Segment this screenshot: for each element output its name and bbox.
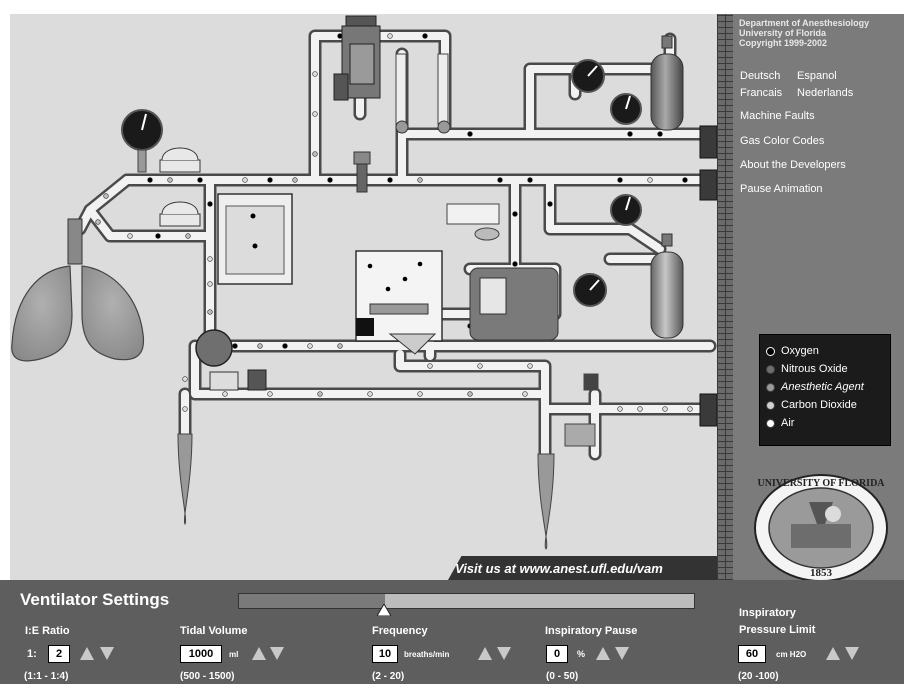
inspiratory-pause-range: (0 - 50) xyxy=(546,671,579,682)
visit-link[interactable]: Visit us at www.anest.ufl.edu/vam xyxy=(455,561,663,576)
air-dot-icon xyxy=(766,418,775,428)
machine-faults-link[interactable]: Machine Faults xyxy=(740,110,815,122)
pressure-limit-decrease-icon[interactable] xyxy=(845,647,859,660)
ie-ratio-decrease-icon[interactable] xyxy=(100,647,114,660)
legend-item: Anesthetic Agent xyxy=(766,379,864,395)
frequency-unit: breaths/min xyxy=(404,650,450,659)
frequency-input[interactable]: 10 xyxy=(372,645,398,663)
tidal-volume-decrease-icon[interactable] xyxy=(270,647,284,660)
language-nederlands-link[interactable]: Nederlands xyxy=(797,87,854,99)
inspiratory-pause-increase-icon[interactable] xyxy=(596,647,610,660)
frequency-increase-icon[interactable] xyxy=(478,647,492,660)
pressure-limit-unit: cm H2O xyxy=(776,650,807,659)
legend-label: Nitrous Oxide xyxy=(781,363,848,375)
carbon-dioxide-dot-icon xyxy=(766,400,775,410)
legend-label: Anesthetic Agent xyxy=(781,381,864,393)
manual-bag-selector xyxy=(195,329,267,391)
wall-inlets xyxy=(699,125,717,427)
university-seal-logo: UNIVERSITY OF FLORIDA 1853 xyxy=(754,474,888,582)
credit-copyright: Copyright 1999-2002 xyxy=(739,38,828,48)
tidal-volume-input[interactable]: 1000 xyxy=(180,645,222,663)
seal-text: UNIVERSITY OF FLORIDA xyxy=(757,478,885,489)
pressure-limit-label-line2: Pressure Limit xyxy=(739,624,816,636)
ie-ratio-input[interactable]: 2 xyxy=(48,645,70,663)
frequency-range: (2 - 20) xyxy=(372,671,405,682)
unidirectional-valves xyxy=(159,147,201,227)
inspiratory-pause-decrease-icon[interactable] xyxy=(615,647,629,660)
ie-ratio-label: I:E Ratio xyxy=(25,625,70,637)
gas-color-codes-link[interactable]: Gas Color Codes xyxy=(740,135,825,147)
pressure-limit-input[interactable]: 60 xyxy=(738,645,766,663)
legend-label: Carbon Dioxide xyxy=(781,399,857,411)
nitrous-oxide-dot-icon xyxy=(766,364,775,374)
wall-brick xyxy=(717,14,733,580)
airway-pressure-gauge xyxy=(121,109,163,173)
language-deutsch-link[interactable]: Deutsch xyxy=(740,70,781,82)
ie-ratio-increase-icon[interactable] xyxy=(80,647,94,660)
tidal-volume-unit: ml xyxy=(229,650,239,659)
legend-label: Oxygen xyxy=(781,345,819,357)
legend-item: Oxygen xyxy=(766,343,819,359)
pressure-relief-valve xyxy=(446,203,559,341)
machine-diagram xyxy=(10,14,717,580)
frequency-label: Frequency xyxy=(372,625,428,637)
gauge-n2o-pipeline xyxy=(610,194,642,226)
ventilator-settings-title: Ventilator Settings xyxy=(20,590,170,609)
gas-legend: Oxygen Nitrous Oxide Anesthetic Agent Ca… xyxy=(759,334,891,446)
language-francais-link[interactable]: Francais xyxy=(740,87,783,99)
pressure-limit-range: (20 -100) xyxy=(738,671,779,682)
legend-item: Air xyxy=(766,415,794,431)
pressure-limit-label-line1: Inspiratory xyxy=(739,607,796,619)
ventilator-bellows xyxy=(355,250,443,355)
inspiratory-pause-label: Inspiratory Pause xyxy=(545,625,638,637)
breath-cycle-progress-fill xyxy=(239,594,385,608)
gauge-n2o-supply xyxy=(573,273,607,307)
lungs xyxy=(11,218,145,362)
tidal-volume-increase-icon[interactable] xyxy=(252,647,266,660)
legend-item: Nitrous Oxide xyxy=(766,361,848,377)
about-developers-link[interactable]: About the Developers xyxy=(740,159,846,171)
breath-cycle-progress-bar xyxy=(238,593,695,609)
anesthetic-agent-dot-icon xyxy=(766,382,775,392)
oxygen-cylinder xyxy=(650,35,684,131)
tidal-volume-range: (500 - 1500) xyxy=(180,671,235,682)
gas-particles xyxy=(95,33,693,412)
gauge-o2-pipeline xyxy=(610,93,642,125)
breath-cycle-pointer-icon xyxy=(377,604,392,616)
pressure-limit-increase-icon[interactable] xyxy=(826,647,840,660)
seal-year: 1853 xyxy=(810,567,833,579)
oxygen-dot-icon xyxy=(766,346,775,356)
scavenging-tubes xyxy=(177,373,599,550)
legend-label: Air xyxy=(781,417,795,429)
inspiratory-pause-input[interactable]: 0 xyxy=(546,645,568,663)
inspiratory-pause-unit: % xyxy=(577,649,586,659)
visit-banner xyxy=(448,556,717,580)
gauge-o2-supply xyxy=(571,59,605,93)
ie-ratio-range: (1:1 - 1:4) xyxy=(24,671,69,682)
machine-schematic xyxy=(11,15,717,550)
credit-department: Department of Anesthesiology xyxy=(739,18,870,28)
nitrous-oxide-cylinder xyxy=(650,233,684,339)
flowmeters xyxy=(333,15,451,193)
credit-university: University of Florida xyxy=(739,28,827,38)
tidal-volume-label: Tidal Volume xyxy=(180,625,248,637)
language-espanol-link[interactable]: Espanol xyxy=(797,70,837,82)
pause-animation-button[interactable]: Pause Animation xyxy=(740,183,823,195)
frequency-decrease-icon[interactable] xyxy=(497,647,511,660)
absorber-chamber xyxy=(217,193,293,285)
legend-item: Carbon Dioxide xyxy=(766,397,857,413)
ie-ratio-prefix: 1: xyxy=(27,648,37,660)
